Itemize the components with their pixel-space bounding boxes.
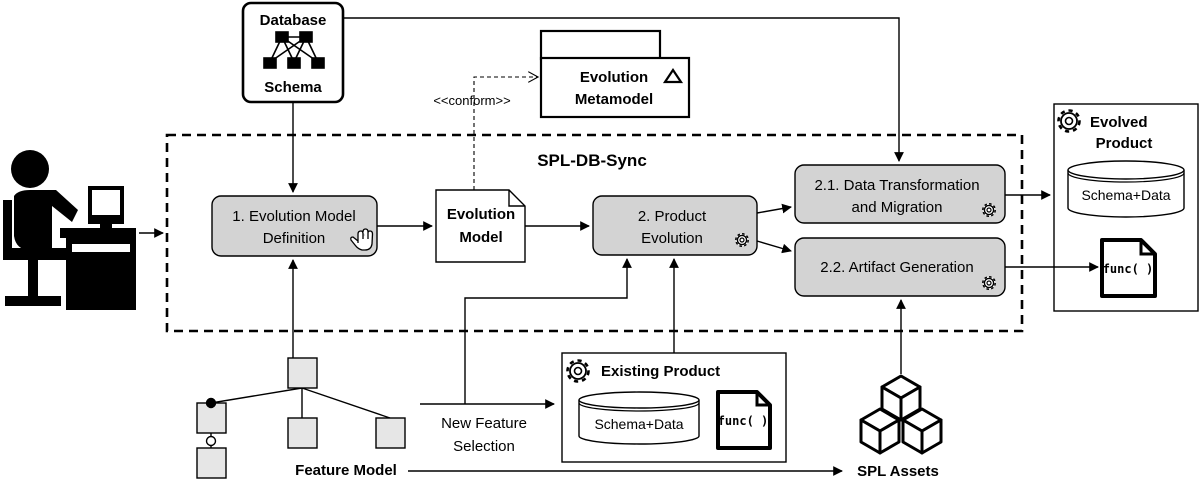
metamodel-triangle-icon: [662, 68, 684, 84]
evolution-model-label-2: Model: [459, 229, 502, 246]
evolution-metamodel-node: Evolution Metamodel: [539, 29, 691, 119]
evolution-model-document: Evolution Model: [435, 189, 526, 263]
step2-label-2: Evolution: [641, 230, 703, 247]
user-at-computer-icon: [3, 150, 136, 310]
manual-hand-icon: [350, 228, 374, 251]
spl-db-sync-title: SPL-DB-Sync: [537, 151, 647, 170]
existing-func-label: func( ): [718, 414, 769, 428]
evolution-model-label-1: Evolution: [447, 206, 515, 223]
step1-label-2: Definition: [263, 230, 326, 247]
evolved-label-2: Product: [1096, 135, 1153, 152]
feature-model-label: Feature Model: [295, 462, 397, 479]
step21-label-1: 2.1. Data Transformation: [814, 177, 979, 194]
database-schema-label-1: Database: [260, 12, 327, 29]
step-data-transformation: 2.1. Data Transformation and Migration: [794, 164, 1006, 224]
arrow-schema-to-step21: [343, 17, 904, 162]
spl-assets-cubes-icon: [859, 374, 943, 455]
existing-title: Existing Product: [601, 363, 720, 380]
evolved-func-file-icon: [1100, 238, 1157, 298]
evolved-gear-icon: [1057, 109, 1081, 133]
selection-label-1: New Feature: [441, 415, 527, 432]
database-schema-label-2: Schema: [264, 79, 322, 96]
step2-label-1: 2. Product: [638, 208, 707, 225]
existing-database-icon: [578, 391, 700, 445]
feature-model-tree: [196, 357, 406, 479]
existing-product-box: Existing Product Schema+Data func( ): [561, 352, 787, 463]
step21-gear-icon: [982, 203, 996, 217]
step1-label-1: 1. Evolution Model: [232, 208, 355, 225]
step21-label-2: and Migration: [852, 199, 943, 216]
existing-func-file-icon: [716, 390, 772, 450]
conform-label: <<conform>>: [433, 93, 510, 108]
selection-label-2: Selection: [453, 438, 515, 455]
existing-gear-icon: [566, 359, 590, 383]
database-schema-node: Database Schema: [241, 1, 345, 104]
step-evolution-model-definition: 1. Evolution Model Definition: [211, 195, 378, 257]
step22-gear-icon: [982, 276, 996, 290]
evolved-db-label: Schema+Data: [1081, 187, 1170, 203]
evolved-label-1: Evolved: [1090, 114, 1148, 131]
evolved-func-label: func( ): [1103, 262, 1154, 276]
existing-db-label: Schema+Data: [594, 416, 683, 432]
step2-gear-icon: [735, 233, 749, 247]
evolved-database-icon: [1067, 160, 1185, 218]
conform-link: [473, 77, 538, 190]
connectors: [139, 17, 1099, 476]
schema-network-icon: [263, 31, 325, 69]
step-product-evolution: 2. Product Evolution: [592, 195, 758, 256]
step22-label: 2.2. Artifact Generation: [820, 259, 973, 276]
evolution-metamodel-label-1: Evolution: [580, 69, 648, 86]
evolution-metamodel-label-2: Metamodel: [575, 91, 653, 108]
arrow-step2-to-step21: [756, 203, 792, 214]
step-artifact-generation: 2.2. Artifact Generation: [794, 237, 1006, 297]
arrow-selection-to-step2: [464, 258, 632, 404]
spl-db-sync-boundary: [165, 133, 1024, 333]
evolved-product-box: Evolved Product Schema+Data func( ): [1053, 103, 1199, 312]
arrow-step2-to-step22: [756, 240, 792, 254]
spl-assets-label: SPL Assets: [857, 463, 939, 480]
